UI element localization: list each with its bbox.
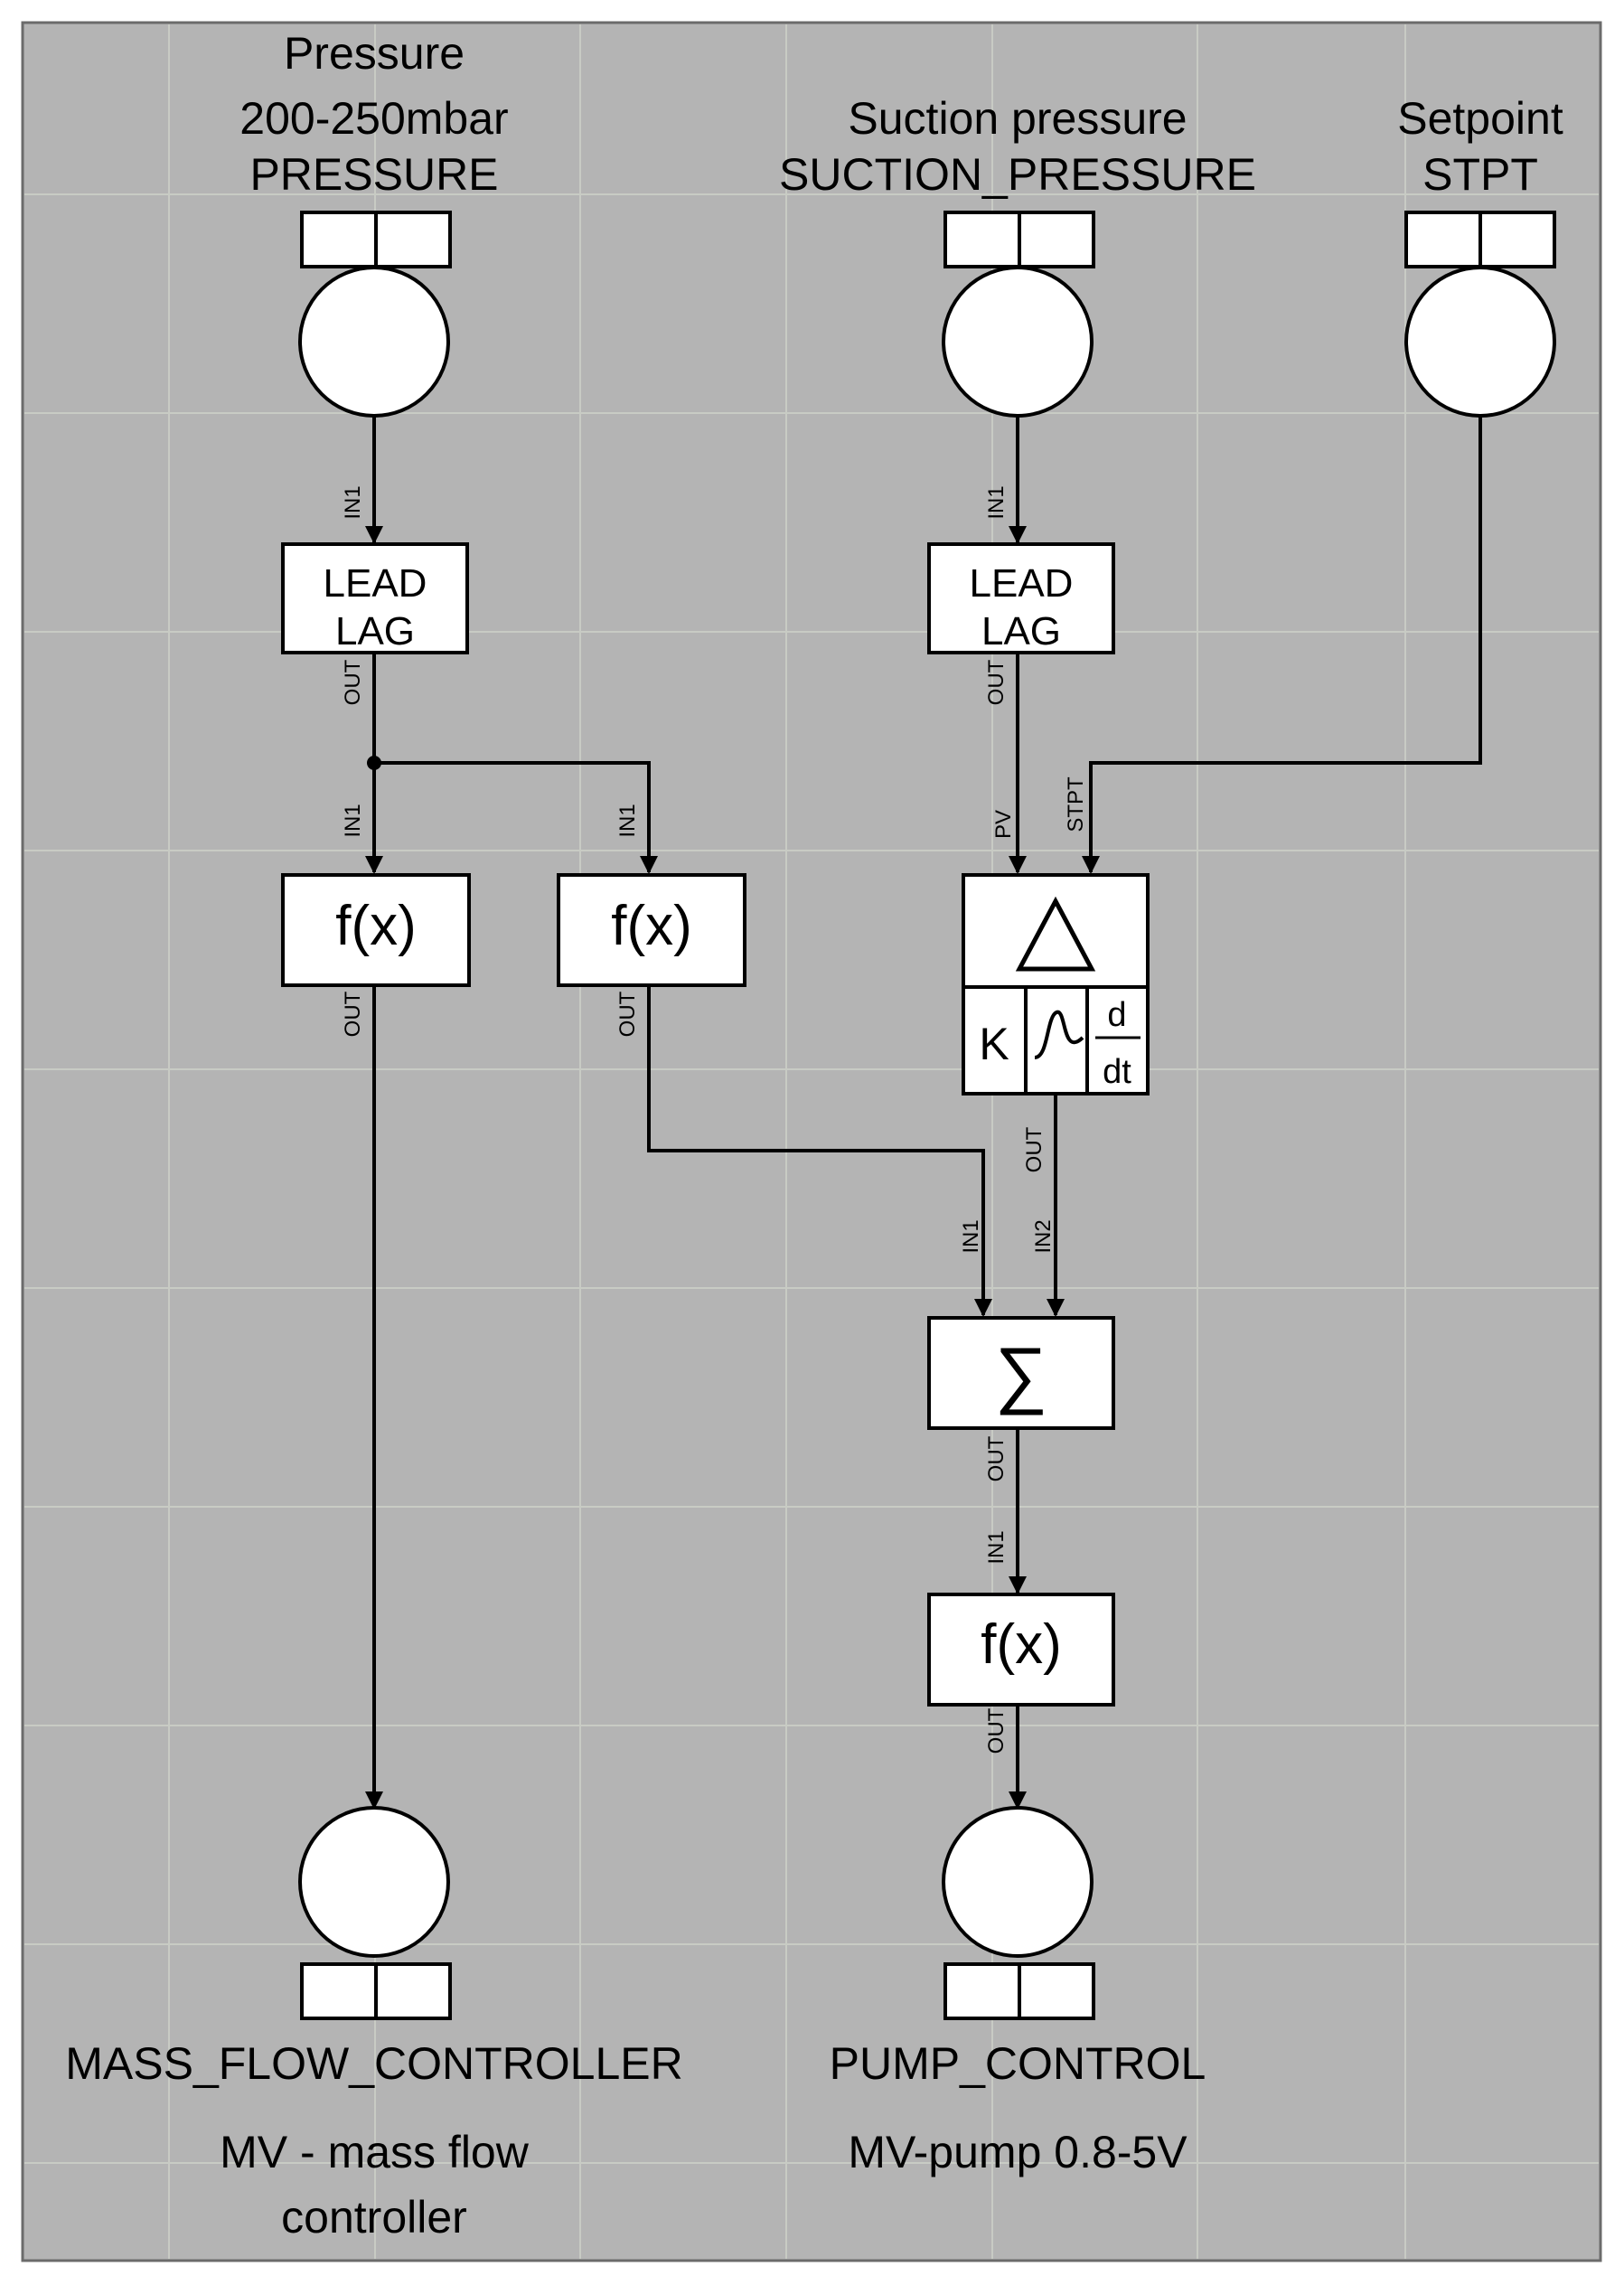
pin-label: IN1: [959, 1219, 983, 1253]
leadlag-block-right[interactable]: LEAD LAG: [927, 542, 1115, 654]
pin-label: IN1: [984, 1530, 1009, 1564]
grid: [24, 24, 1599, 2259]
input-setpoint-label: Setpoint: [1397, 93, 1563, 144]
pin-label: OUT: [984, 659, 1009, 705]
wire-node-to-fx-mid: [374, 761, 658, 874]
integral-icon: [1034, 1010, 1084, 1059]
block-label: f(x): [611, 895, 692, 957]
input-pressure-range: 200-250mbar: [239, 93, 508, 144]
block-label-line2: LAG: [981, 609, 1061, 654]
input-suction-label: Suction pressure: [848, 93, 1187, 144]
junction-node: [367, 756, 381, 770]
pin-label: OUT: [1022, 1126, 1047, 1172]
output-mass-flow-desc-line2: controller: [281, 2192, 467, 2243]
pin-label: IN1: [615, 804, 640, 837]
pid-derivative-dt: dt: [1103, 1053, 1131, 1091]
block-label-line1: LEAD: [970, 561, 1074, 606]
pin-label: OUT: [984, 1707, 1009, 1754]
block-label-line1: LEAD: [324, 561, 427, 606]
block-frame: [557, 873, 746, 987]
pin-label: IN1: [341, 804, 365, 837]
output-pump-tag: PUMP_CONTROL: [830, 2038, 1206, 2089]
wire-fx-mid-to-sum: [647, 985, 992, 1317]
function-block-middle[interactable]: f(x): [557, 873, 746, 987]
function-block-bottom[interactable]: f(x): [927, 1593, 1115, 1707]
pid-derivative-d: d: [1107, 996, 1126, 1034]
input-suction-tag: SUCTION_PRESSURE: [779, 149, 1256, 200]
output-mass-flow-desc-line1: MV - mass flow: [220, 2127, 530, 2177]
block-frame: [927, 1316, 1115, 1430]
leadlag-block-left[interactable]: LEAD LAG: [281, 542, 469, 654]
pin-label: IN1: [984, 485, 1009, 519]
pin-labels: IN1 OUT IN1 OUT IN1 OUT IN1 OUT PV STPT …: [341, 485, 1088, 1754]
input-pressure-label: Pressure: [284, 28, 465, 79]
block-frame: [281, 542, 469, 654]
pin-label: OUT: [615, 991, 640, 1037]
input-pressure-tag: PRESSURE: [249, 149, 498, 200]
io-node-circle: [298, 266, 450, 418]
io-node-circle: [298, 1806, 450, 1958]
pin-label: PV: [991, 810, 1016, 839]
input-suction-pressure[interactable]: Suction pressure SUCTION_PRESSURE: [779, 93, 1256, 418]
pin-label: IN1: [341, 485, 365, 519]
block-frame: [927, 1593, 1115, 1707]
sum-block[interactable]: ∑: [927, 1316, 1115, 1430]
pid-proportional-label: K: [979, 1019, 1009, 1069]
output-mass-flow-controller[interactable]: MASS_FLOW_CONTROLLER MV - mass flow cont…: [65, 1806, 683, 2243]
pin-label: IN2: [1031, 1219, 1056, 1253]
input-setpoint-tag: STPT: [1422, 149, 1538, 200]
function-block-left[interactable]: f(x): [281, 873, 471, 987]
output-mass-flow-tag: MASS_FLOW_CONTROLLER: [65, 2038, 682, 2089]
delta-icon: [1015, 896, 1096, 972]
pin-label: OUT: [341, 659, 365, 705]
pid-block[interactable]: K d dt: [962, 873, 1150, 1095]
block-frame: [281, 873, 471, 987]
io-node-circle: [1404, 266, 1556, 418]
io-node-circle: [942, 266, 1094, 418]
pin-label: OUT: [984, 1435, 1009, 1481]
pin-label: STPT: [1064, 776, 1088, 832]
wire-setpoint-to-pid: [1082, 416, 1482, 874]
block-label: f(x): [335, 895, 417, 957]
output-pump-desc: MV-pump 0.8-5V: [848, 2127, 1187, 2177]
input-pressure[interactable]: Pressure 200-250mbar PRESSURE: [239, 28, 509, 418]
io-node-circle: [942, 1806, 1094, 1958]
block-label: f(x): [981, 1613, 1062, 1676]
block-label-line2: LAG: [335, 609, 415, 654]
block-frame: [927, 542, 1115, 654]
pin-label: OUT: [341, 991, 365, 1037]
output-pump-control[interactable]: PUMP_CONTROL MV-pump 0.8-5V: [830, 1806, 1206, 2177]
input-setpoint[interactable]: Setpoint STPT: [1397, 93, 1563, 418]
diagram-background: [21, 21, 1602, 2262]
sum-icon: ∑: [995, 1333, 1047, 1415]
wires: [365, 416, 1482, 1810]
